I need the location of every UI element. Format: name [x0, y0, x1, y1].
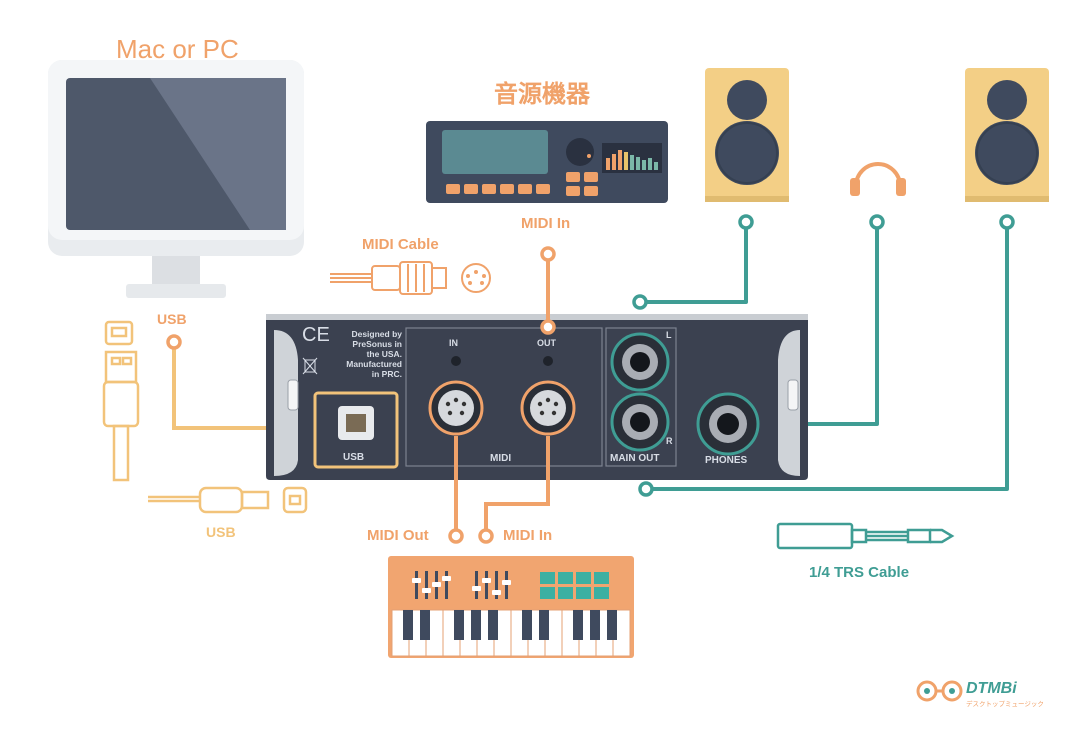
- computer-icon: [48, 60, 304, 298]
- midi-keyboard-icon: [388, 556, 634, 658]
- main-out-l-jack: [610, 332, 670, 392]
- logo-name: DTMBi: [966, 680, 1017, 697]
- speaker-right-jack: [999, 214, 1015, 230]
- usb-b-plug-icon: [104, 320, 134, 346]
- usb-cable: [172, 342, 298, 430]
- midi-out-bottom-label: MIDI Out: [367, 527, 429, 544]
- midi-section-label: MIDI: [490, 453, 512, 464]
- designed-line: PreSonus in: [352, 339, 402, 349]
- designed-line: Designed by: [351, 329, 402, 339]
- keyboard-midi-in-connector: [478, 528, 494, 544]
- module-midi-in-connector: [540, 246, 556, 262]
- midi-out-port: [520, 380, 576, 436]
- designed-line: in PRC.: [371, 369, 402, 379]
- midi-in-port-label: IN: [449, 338, 458, 348]
- sound-module-label: 音源機器: [494, 81, 590, 108]
- usb-top-label: USB: [157, 311, 187, 327]
- speaker-right-icon: [965, 68, 1049, 202]
- audio-interface: [266, 314, 808, 480]
- usb-port-label: USB: [343, 452, 365, 463]
- midi-in-port: [428, 380, 484, 436]
- trs-cable-icon: [776, 522, 955, 550]
- phones-label: PHONES: [705, 455, 748, 466]
- headphones-icon: [850, 162, 906, 196]
- main-out-r-connector: [638, 481, 654, 497]
- channel-l-label: L: [666, 330, 672, 340]
- speaker-left-jack: [738, 214, 754, 230]
- logo-tagline: デスクトップミュージック: [966, 701, 1044, 708]
- midi-din-plug-icon: [461, 263, 491, 293]
- weee-icon: [302, 357, 318, 375]
- ce-mark: CE: [302, 324, 330, 346]
- designed-by-text: Designed by PreSonus in the USA. Manufac…: [340, 329, 402, 379]
- channel-r-label: R: [666, 436, 673, 446]
- main-out-r-jack: [610, 392, 670, 452]
- midi-cables: [454, 254, 550, 536]
- headphones-jack: [869, 214, 885, 230]
- logo-icon: [916, 680, 963, 702]
- usb-top-connector: [166, 334, 182, 350]
- midi-in-top-label: MIDI In: [521, 215, 571, 232]
- midi-in-bottom-label: MIDI In: [503, 527, 553, 544]
- designed-line: the USA.: [366, 349, 402, 359]
- trs-cable-label: 1/4 TRS Cable: [809, 564, 910, 581]
- midi-cable-label: MIDI Cable: [362, 236, 439, 253]
- midi-cable-icon: [330, 261, 447, 295]
- phones-jack: [696, 392, 760, 456]
- main-out-l-connector: [632, 294, 648, 310]
- usb-bottom-label: USB: [206, 524, 236, 540]
- usb-a-plug-icon: [102, 350, 140, 482]
- designed-line: Manufactured: [346, 359, 402, 369]
- usb-cable-horizontal-icon: [148, 486, 308, 514]
- sound-module-icon: [426, 121, 668, 203]
- speaker-left-icon: [705, 68, 789, 202]
- midi-out-top-connector: [540, 319, 556, 335]
- audio-cables: [640, 222, 1009, 491]
- main-out-label: MAIN OUT: [610, 453, 660, 464]
- midi-out-port-label: OUT: [537, 338, 556, 348]
- keyboard-midi-out-connector: [448, 528, 464, 544]
- computer-label: Mac or PC: [116, 34, 239, 64]
